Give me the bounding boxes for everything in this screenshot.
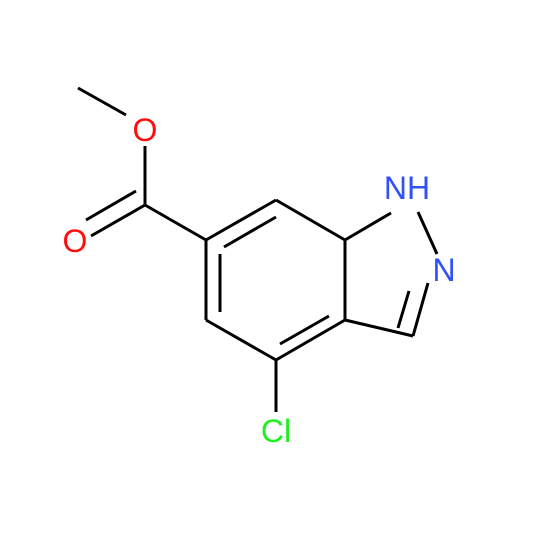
bond-ester-ring [144,203,207,242]
atom-labels: O O NH N Cl [63,112,456,449]
bond-c7a-n1 [344,211,392,242]
atom-label-chlorine: Cl [261,413,291,449]
bond-n1-n2 [416,211,439,255]
bond-methyl-oxygen [77,86,127,117]
bond-c6-c7 [205,198,277,242]
bond-n2-c3-double-2 [396,290,411,329]
bond-n2-c3-double-1 [411,282,430,337]
atom-label-nitrogen-nh: NH [384,170,430,206]
atom-label-oxygen-methoxy: O [133,112,158,148]
bond-carbonyl-double-1 [90,203,146,238]
bond-inner-c3a-c4 [279,314,330,346]
bond-inner-c6-c7 [223,215,277,249]
bond-c3a-c4 [275,318,346,362]
atom-label-nitrogen: N [432,252,455,288]
bonds [77,86,439,412]
bond-c7-c7a [275,198,346,242]
atom-label-oxygen-carbonyl: O [63,223,88,259]
bond-c3-c3a [344,318,414,338]
bond-c4-c5 [205,318,277,362]
bond-carbonyl-double-2 [85,189,137,222]
